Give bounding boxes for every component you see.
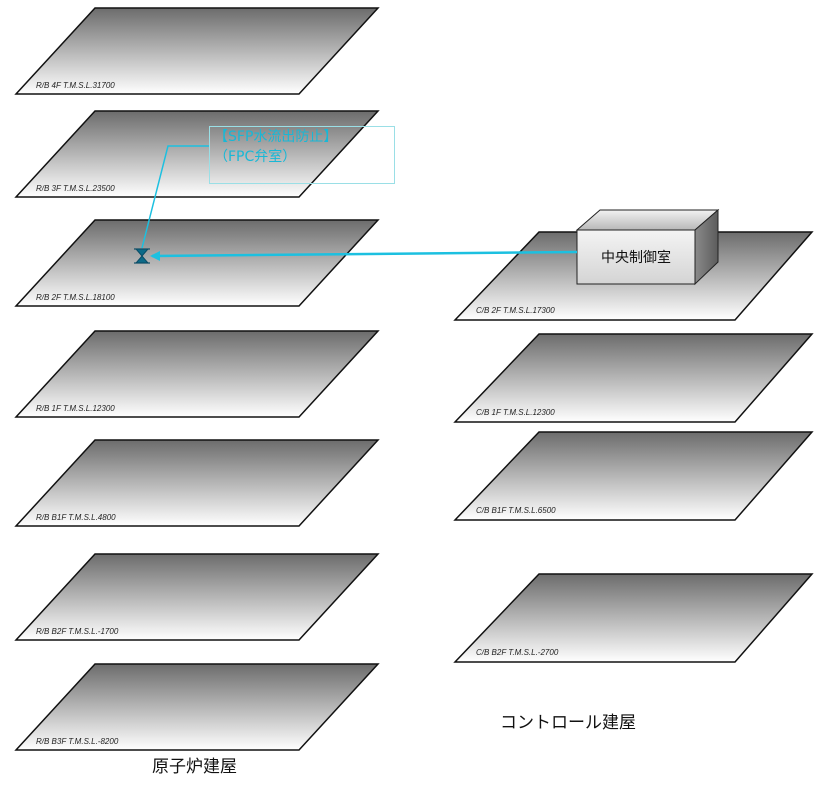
rb-floor-4: R/B B1F T.M.S.L.4800 bbox=[14, 439, 380, 527]
rb-floor-1: R/B 3F T.M.S.L.23500 bbox=[14, 110, 380, 198]
control-room-box: 中央制御室 bbox=[575, 208, 720, 286]
control-room-label: 中央制御室 bbox=[601, 249, 671, 266]
cb-floor-3-plate bbox=[453, 573, 814, 663]
rb-floor-3-label: R/B 1F T.M.S.L.12300 bbox=[36, 404, 115, 413]
rb-floor-0: R/B 4F T.M.S.L.31700 bbox=[14, 7, 380, 95]
valve-icon bbox=[134, 248, 150, 264]
cb-floor-1-plate bbox=[453, 333, 814, 423]
rb-floor-5: R/B B2F T.M.S.L.-1700 bbox=[14, 553, 380, 641]
cb-floor-2-plate bbox=[453, 431, 814, 521]
control-connection-line bbox=[151, 250, 578, 258]
rb-floor-5-plate bbox=[14, 553, 380, 641]
overlay-layer: 中央制御室 bbox=[134, 145, 720, 286]
callout-subtitle: （FPC弁室） bbox=[214, 149, 297, 165]
sfp-callout-box: 【SFP水流出防止】 （FPC弁室） bbox=[209, 126, 395, 184]
cb-floor-3-label: C/B B2F T.M.S.L.-2700 bbox=[476, 648, 559, 657]
cb-floor-2-label: C/B B1F T.M.S.L.6500 bbox=[476, 506, 556, 515]
cb-floor-1: C/B 1F T.M.S.L.12300 bbox=[453, 333, 814, 423]
cb-floor-3: C/B B2F T.M.S.L.-2700 bbox=[453, 573, 814, 663]
rb-floor-1-label: R/B 3F T.M.S.L.23500 bbox=[36, 184, 115, 193]
rb-floor-3: R/B 1F T.M.S.L.12300 bbox=[14, 330, 380, 418]
rb-floor-4-label: R/B B1F T.M.S.L.4800 bbox=[36, 513, 116, 522]
rb-floor-0-label: R/B 4F T.M.S.L.31700 bbox=[36, 81, 115, 90]
cb-floor-1-label: C/B 1F T.M.S.L.12300 bbox=[476, 408, 555, 417]
rb-floor-4-plate bbox=[14, 439, 380, 527]
rb-floor-3-plate bbox=[14, 330, 380, 418]
rb-floor-5-label: R/B B2F T.M.S.L.-1700 bbox=[36, 627, 119, 636]
cb-floor-0-label: C/B 2F T.M.S.L.17300 bbox=[476, 306, 555, 315]
rb-floor-6-label: R/B B3F T.M.S.L.-8200 bbox=[36, 737, 119, 746]
rb-floor-2-label: R/B 2F T.M.S.L.18100 bbox=[36, 293, 115, 302]
rb-floor-2: R/B 2F T.M.S.L.18100 bbox=[14, 219, 380, 307]
rb-floor-6-plate bbox=[14, 663, 380, 751]
rb-floor-2-plate bbox=[14, 219, 380, 307]
rb-floor-1-plate bbox=[14, 110, 380, 198]
rb-floor-6: R/B B3F T.M.S.L.-8200 bbox=[14, 663, 380, 751]
control-building-title: コントロール建屋 bbox=[500, 713, 636, 733]
control-room-box-front bbox=[576, 229, 696, 285]
rb-floor-0-plate bbox=[14, 7, 380, 95]
callout-leader-line bbox=[141, 145, 209, 249]
control-room-box-top bbox=[575, 209, 720, 231]
cb-floor-2: C/B B1F T.M.S.L.6500 bbox=[453, 431, 814, 521]
callout-title: 【SFP水流出防止】 bbox=[214, 129, 338, 145]
reactor-building-title: 原子炉建屋 bbox=[152, 757, 237, 777]
connection-arrowhead bbox=[150, 251, 160, 261]
